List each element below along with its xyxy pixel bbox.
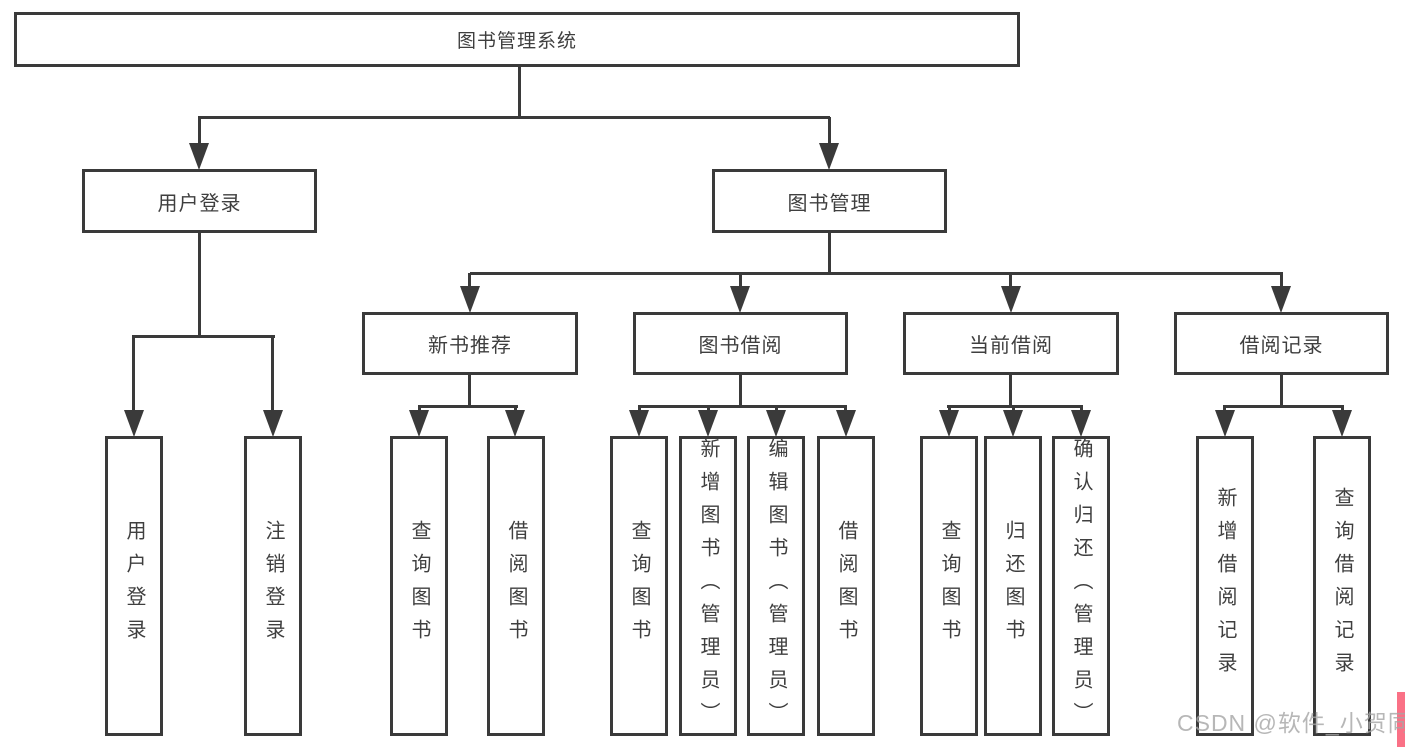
connector-split-horizontal: [418, 405, 518, 408]
leaf-node-label: 归还图书: [1002, 520, 1024, 652]
connector-arrow-shaft: [638, 405, 641, 413]
arrowhead-to-leaf: [505, 410, 525, 437]
connector-arrow-shaft: [1223, 405, 1226, 413]
leaf-node-confirm-return-admin: 确认归还（管理员）: [1052, 436, 1110, 736]
connector-arrow-shaft: [1009, 273, 1012, 289]
leaf-node-query-book: 查询图书: [920, 436, 978, 736]
connector-split-horizontal: [638, 405, 847, 408]
arrowhead-to-leaf: [1332, 410, 1352, 437]
leaf-node-label: 注销登录: [262, 520, 284, 652]
connector-root-trunk: [518, 67, 521, 118]
branch-node-user-login: 用户登录: [82, 169, 317, 233]
connector-arrow-shaft: [775, 405, 778, 413]
connector-module-trunk: [468, 375, 471, 407]
connector-management-trunk: [828, 233, 831, 274]
csdn-logo-sliver: [1397, 692, 1405, 747]
leaf-node-logout: 注销登录: [244, 436, 302, 736]
connector-arrow-shaft: [1080, 405, 1083, 413]
leaf-node-label: 借阅图书: [835, 520, 857, 652]
connector-module-trunk: [1009, 375, 1012, 407]
leaf-node-borrow-book: 借阅图书: [817, 436, 875, 736]
connector-split-horizontal: [1223, 405, 1343, 408]
module-node-label: 图书借阅: [698, 335, 783, 357]
module-node-label: 借阅记录: [1239, 335, 1324, 357]
arrowhead-to-leaf: [836, 410, 856, 437]
leaf-node-label: 新增图书（管理员）: [697, 437, 719, 735]
module-node-book-borrow: 图书借阅: [633, 312, 848, 375]
connector-arrow-shaft: [198, 117, 201, 145]
leaf-node-add-borrow-record: 新增借阅记录: [1196, 436, 1254, 736]
connector-module-trunk: [739, 375, 742, 407]
connector-arrow-shaft: [418, 405, 421, 413]
arrowhead-to-logout-leaf: [263, 410, 283, 437]
arrowhead-to-leaf: [1215, 410, 1235, 437]
branch-node-label: 用户登录: [157, 192, 242, 215]
connector-level1-horizontal: [198, 116, 830, 119]
module-node-label: 新书推荐: [428, 335, 512, 357]
branch-node-book-management: 图书管理: [712, 169, 947, 233]
connector-module-trunk: [1280, 375, 1283, 407]
connector-arrow-shaft: [948, 405, 951, 413]
module-node-new-book-recommend: 新书推荐: [362, 312, 578, 375]
leaf-node-label: 查询图书: [938, 520, 960, 652]
arrowhead-to-leaf: [698, 410, 718, 437]
connector-arrow-shaft: [707, 405, 710, 413]
leaf-node-label: 用户登录: [123, 520, 145, 652]
arrowhead-to-leaf: [766, 410, 786, 437]
leaf-node-query-book: 查询图书: [390, 436, 448, 736]
leaf-node-query-book: 查询图书: [610, 436, 668, 736]
connector-arrow-shaft: [844, 405, 847, 413]
connector-arrow-shaft: [132, 335, 135, 413]
leaf-node-edit-book-admin: 编辑图书（管理员）: [747, 436, 805, 736]
arrowhead-to-current-borrow-module: [1001, 286, 1021, 313]
connector-split-horizontal: [947, 405, 1083, 408]
module-node-current-borrow: 当前借阅: [903, 312, 1119, 375]
arrowhead-to-leaf: [1003, 410, 1023, 437]
leaf-node-return-book: 归还图书: [984, 436, 1042, 736]
leaf-node-label: 查询图书: [408, 520, 430, 652]
leaf-node-label: 新增借阅记录: [1214, 487, 1236, 685]
arrowhead-to-leaf: [629, 410, 649, 437]
arrowhead-to-login-leaf: [124, 410, 144, 437]
connector-arrow-shaft: [1280, 273, 1283, 289]
arrowhead-to-user-login: [189, 143, 209, 170]
watermark: CSDN @软件_小贺同学: [1177, 710, 1405, 736]
leaf-node-label: 确认归还（管理员）: [1070, 437, 1092, 735]
connector-arrow-shaft: [739, 273, 742, 289]
connector-arrow-shaft: [1012, 405, 1015, 413]
module-node-label: 当前借阅: [969, 335, 1053, 357]
connector-login-trunk: [198, 233, 201, 337]
connector-arrow-shaft: [271, 335, 274, 413]
leaf-node-borrow-book: 借阅图书: [487, 436, 545, 736]
leaf-node-label: 编辑图书（管理员）: [765, 437, 787, 735]
module-node-borrow-record: 借阅记录: [1174, 312, 1389, 375]
connector-level2-horizontal: [470, 272, 1283, 275]
root-node-library-system: 图书管理系统: [14, 12, 1020, 67]
arrowhead-to-leaf: [1071, 410, 1091, 437]
connector-arrow-shaft: [468, 273, 471, 289]
leaf-node-add-book-admin: 新增图书（管理员）: [679, 436, 737, 736]
arrowhead-to-new-book-module: [460, 286, 480, 313]
arrowhead-to-leaf: [939, 410, 959, 437]
connector-login-horizontal: [132, 335, 275, 338]
arrowhead-to-borrow-record-module: [1271, 286, 1291, 313]
connector-arrow-shaft: [1341, 405, 1344, 413]
arrowhead-to-book-borrow-module: [730, 286, 750, 313]
arrowhead-to-leaf: [409, 410, 429, 437]
root-node-label: 图书管理系统: [456, 31, 577, 52]
leaf-node-user-login: 用户登录: [105, 436, 163, 736]
arrowhead-to-book-management: [819, 143, 839, 170]
leaf-node-label: 查询借阅记录: [1331, 487, 1353, 685]
connector-arrow-shaft: [514, 405, 517, 413]
connector-arrow-shaft: [828, 117, 831, 145]
leaf-node-label: 查询图书: [628, 520, 650, 652]
branch-node-label: 图书管理: [787, 192, 872, 215]
leaf-node-label: 借阅图书: [505, 520, 527, 652]
leaf-node-query-borrow-record: 查询借阅记录: [1313, 436, 1371, 736]
